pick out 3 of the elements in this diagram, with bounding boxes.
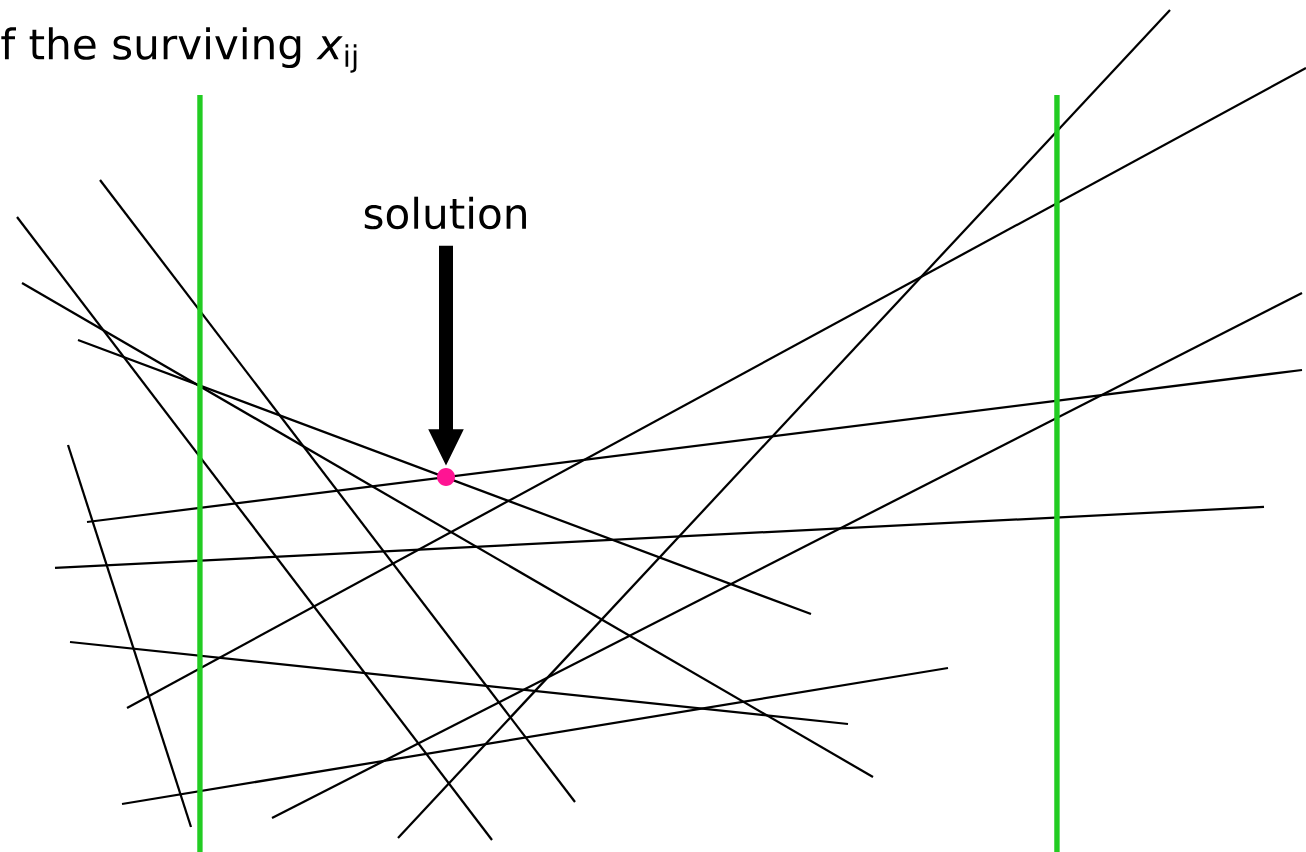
heading-text: f the surviving x$_{ij}$ [1,27,357,73]
text-label: solution [364,196,526,230]
solution-dot [437,468,455,486]
